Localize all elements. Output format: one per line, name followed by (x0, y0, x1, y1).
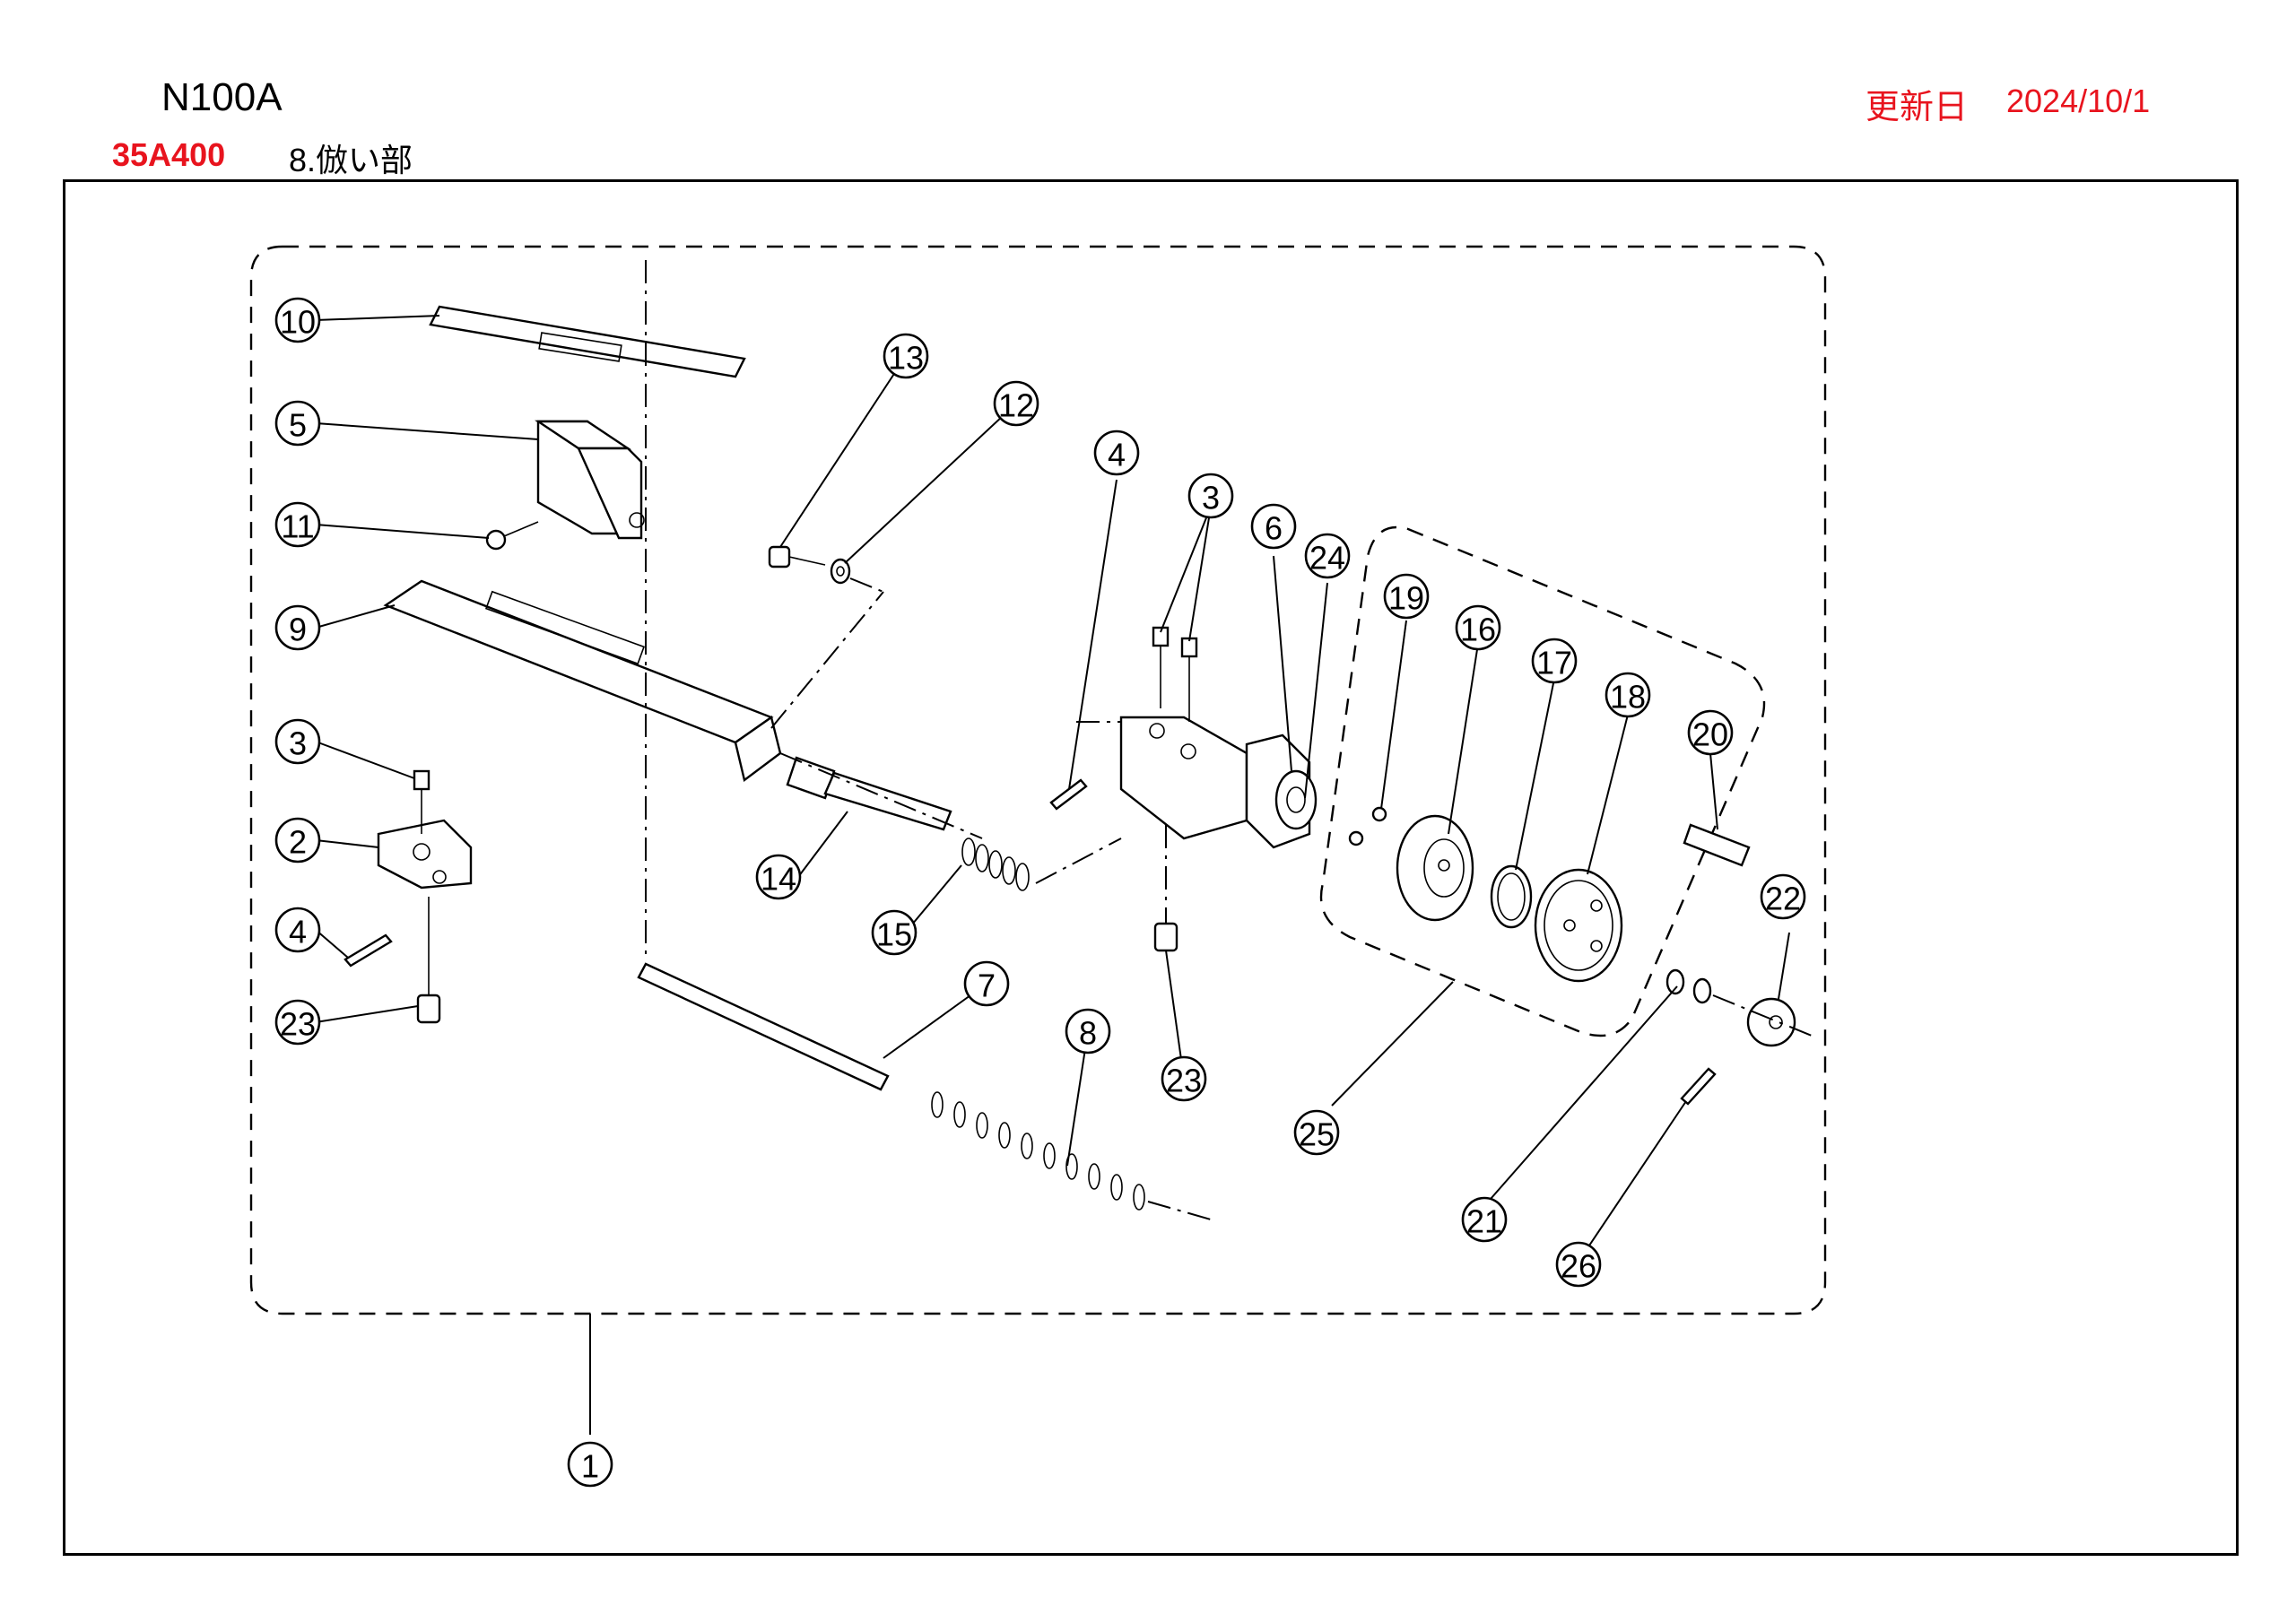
svg-text:17: 17 (1536, 645, 1572, 681)
update-date: 2024/10/1 (2006, 82, 2151, 119)
svg-text:12: 12 (998, 387, 1034, 424)
part-26-pin (1680, 1067, 1717, 1106)
svg-text:4: 4 (289, 914, 307, 950)
callout-2: 2 (274, 817, 321, 864)
part-22-collar (1712, 994, 1813, 1047)
svg-text:23: 23 (280, 1006, 316, 1043)
part-16-hub (1396, 814, 1474, 922)
assembly-boundary (249, 245, 1827, 1315)
part-11-screw (485, 521, 539, 551)
callout-4-right: 4 (1093, 430, 1140, 476)
svg-text:25: 25 (1299, 1116, 1335, 1153)
callout-4-left: 4 (274, 907, 321, 953)
callout-26: 26 (1555, 1241, 1602, 1288)
svg-text:6: 6 (1265, 510, 1283, 547)
svg-text:24: 24 (1309, 540, 1345, 577)
callout-23-left: 23 (274, 999, 321, 1046)
callout-22: 22 (1760, 873, 1806, 920)
part-8-spring (931, 1091, 1212, 1220)
part-21-e-ring (1665, 968, 1712, 1004)
model-name: N100A (161, 75, 283, 119)
callout-9: 9 (274, 604, 321, 651)
part-14-shaft (779, 752, 983, 839)
part-2-small-block (377, 819, 473, 890)
part-4-pin-right (1049, 778, 1088, 811)
callout-14: 14 (755, 854, 802, 900)
svg-text:16: 16 (1460, 612, 1496, 648)
part-5-block (535, 420, 645, 540)
callout-12: 12 (993, 380, 1039, 427)
part-7-rod (637, 260, 890, 1091)
callout-19: 19 (1383, 573, 1430, 620)
part-17-ring (1490, 864, 1533, 929)
update-label: 更新日 (1866, 89, 1969, 126)
callout-20: 20 (1687, 709, 1734, 756)
svg-text:26: 26 (1561, 1248, 1596, 1285)
section-title: 8.倣い部 (289, 142, 413, 178)
part-19-screw (1348, 806, 1387, 846)
diagram-frame (63, 179, 2239, 1556)
callout-15: 15 (871, 909, 918, 956)
part-9-long-plate (383, 579, 884, 783)
part-23-setscrew-left (416, 897, 441, 1024)
svg-text:14: 14 (761, 861, 796, 898)
svg-text:8: 8 (1079, 1015, 1097, 1052)
svg-text:3: 3 (1202, 480, 1220, 516)
parts-code: 35A400 (112, 136, 226, 173)
callout-5: 5 (274, 400, 321, 447)
svg-text:9: 9 (289, 612, 307, 648)
part-13-screw (768, 545, 826, 568)
svg-text:4: 4 (1108, 437, 1126, 473)
part-20-setscrew (1683, 823, 1751, 867)
callout-13: 13 (883, 333, 929, 379)
part-15-spring (961, 838, 1122, 891)
callout-10: 10 (274, 297, 321, 343)
leader-lines (315, 315, 1790, 1435)
part-3-screw-left (413, 769, 430, 834)
svg-text:11: 11 (281, 508, 314, 545)
callout-17: 17 (1531, 638, 1578, 684)
callout-18: 18 (1605, 672, 1651, 718)
callout-16: 16 (1455, 604, 1501, 651)
callout-25: 25 (1293, 1109, 1340, 1156)
part-6-body (1076, 716, 1318, 849)
svg-text:5: 5 (289, 407, 307, 444)
svg-text:10: 10 (280, 304, 316, 341)
svg-text:3: 3 (289, 725, 307, 762)
callout-24: 24 (1304, 533, 1351, 579)
svg-text:1: 1 (581, 1448, 599, 1485)
callout-7: 7 (963, 960, 1010, 1007)
callout-23-right: 23 (1161, 1055, 1207, 1102)
callout-21: 21 (1461, 1196, 1508, 1243)
part-18-knurled-knob (1534, 868, 1623, 983)
svg-text:20: 20 (1692, 716, 1728, 753)
part-10-plate (429, 305, 746, 378)
svg-text:21: 21 (1466, 1203, 1502, 1240)
callout-3-left: 3 (274, 718, 321, 765)
part-4-pin-left (344, 933, 393, 968)
callout-8: 8 (1065, 1008, 1111, 1055)
part-23-setscrew-right (1153, 825, 1178, 952)
part-12-washer (830, 558, 884, 593)
svg-text:15: 15 (876, 916, 912, 953)
callout-11: 11 (274, 501, 321, 548)
callout-3-right: 3 (1187, 473, 1234, 519)
callout-6: 6 (1250, 503, 1297, 550)
svg-text:23: 23 (1166, 1063, 1202, 1099)
knob-subassembly-boundary (1319, 525, 1766, 1037)
svg-text:13: 13 (888, 340, 924, 377)
callout-1: 1 (567, 1441, 613, 1488)
svg-text:22: 22 (1765, 881, 1801, 917)
svg-text:2: 2 (289, 824, 307, 861)
svg-text:7: 7 (978, 968, 996, 1004)
svg-text:19: 19 (1388, 580, 1424, 617)
part-3-screws-right (1152, 626, 1198, 722)
svg-text:18: 18 (1610, 679, 1646, 716)
